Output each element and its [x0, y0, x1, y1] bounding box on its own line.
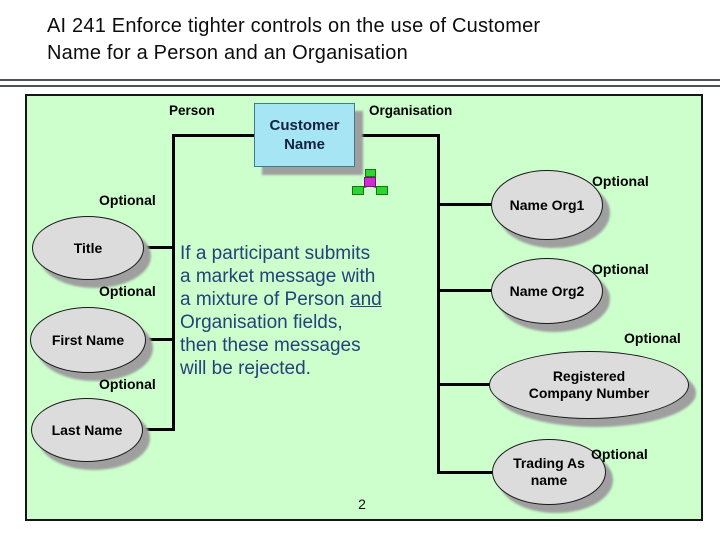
- node-title-label: Title: [73, 239, 103, 256]
- node-trading-as-name-label-line2: name: [530, 472, 568, 488]
- node-last-name: Last Name: [31, 398, 143, 462]
- node-name-org1-label: Name Org1: [509, 196, 585, 213]
- title-separator-line-bottom: [0, 85, 720, 87]
- connector-last-name-branch: [138, 428, 174, 431]
- customer-name-box: Customer Name: [254, 103, 355, 167]
- node-registered-company-number: Registered Company Number: [489, 351, 689, 419]
- title-separator-line-top: [0, 79, 720, 81]
- customer-name-box-line2: Name: [284, 136, 325, 153]
- node-trading-as-name: Trading As name: [492, 439, 606, 505]
- connector-organisation-top: [355, 134, 440, 137]
- rule-note-line3: a mixture of Person and: [180, 288, 435, 311]
- rule-note-line2: a market message with: [180, 266, 376, 287]
- node-name-org2: Name Org2: [491, 258, 603, 324]
- rule-note-line3-prefix: a mixture of Person: [180, 289, 351, 310]
- node-last-name-label: Last Name: [51, 421, 123, 438]
- node-registered-company-number-label-line1: Registered: [552, 368, 626, 384]
- node-registered-company-number-label-line2: Company Number: [528, 385, 650, 401]
- slide-title: AI 241 Enforce tighter controls on the u…: [47, 13, 687, 67]
- connector-name-org1-branch: [437, 203, 495, 206]
- optional-label-title: Optional: [99, 192, 156, 208]
- slide-title-line1: AI 241 Enforce tighter controls on the u…: [47, 15, 541, 37]
- org-chart-icon: [352, 169, 388, 195]
- node-first-name-label: First Name: [51, 331, 125, 348]
- connector-trading-as-branch: [437, 471, 496, 474]
- optional-label-last-name: Optional: [99, 376, 156, 392]
- optional-label-trading-as-name: Optional: [591, 446, 648, 462]
- connector-registered-company-number-branch: [437, 383, 493, 386]
- node-title: Title: [32, 216, 144, 280]
- connector-first-name-branch: [140, 338, 174, 341]
- connector-name-org2-branch: [437, 289, 495, 292]
- organisation-branch-label: Organisation: [369, 103, 453, 118]
- customer-name-box-line1: Customer: [269, 117, 340, 134]
- diagram-panel: Person Organisation Customer Name Title …: [25, 94, 703, 521]
- rule-note-line3-underlined: and: [350, 289, 382, 310]
- connector-title-branch: [140, 246, 174, 249]
- connector-person-trunk: [172, 134, 175, 431]
- node-first-name: First Name: [30, 307, 146, 373]
- rule-note-line1: If a participant submits: [180, 243, 371, 264]
- rule-note-line6: will be rejected.: [180, 358, 311, 379]
- connector-organisation-trunk: [437, 134, 440, 474]
- node-name-org2-label: Name Org2: [509, 282, 585, 299]
- connector-person-top: [172, 134, 256, 137]
- person-branch-label: Person: [169, 103, 215, 118]
- optional-label-registered-company-number: Optional: [624, 330, 681, 346]
- slide-title-line2: Name for a Person and an Organisation: [47, 42, 408, 64]
- optional-label-first-name: Optional: [99, 283, 156, 299]
- optional-label-name-org2: Optional: [592, 261, 649, 277]
- rule-note-line5: then these messages: [180, 335, 361, 356]
- page-number: 2: [358, 496, 366, 512]
- optional-label-name-org1: Optional: [592, 173, 649, 189]
- node-name-org1: Name Org1: [491, 170, 603, 240]
- rule-note-line4: Organisation fields,: [180, 312, 343, 333]
- rule-note: If a participant submits a market messag…: [180, 242, 435, 380]
- node-trading-as-name-label-line1: Trading As: [513, 455, 585, 471]
